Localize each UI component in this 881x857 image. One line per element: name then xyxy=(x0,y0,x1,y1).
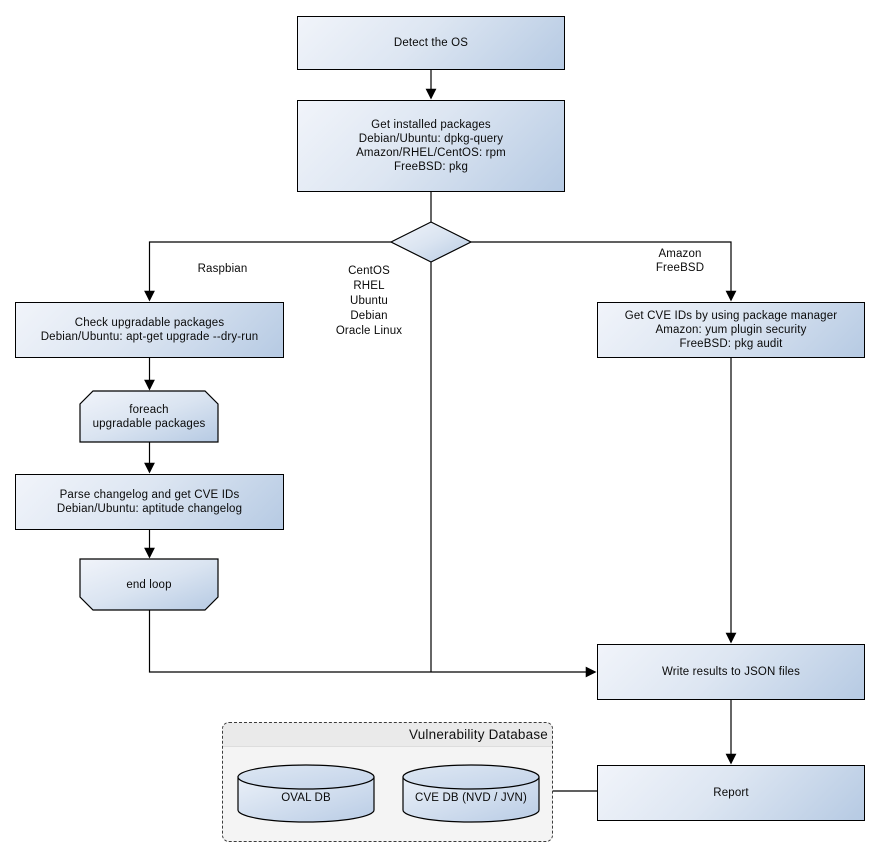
node-detect-os: Detect the OS xyxy=(297,16,565,70)
node-report: Report xyxy=(597,765,865,821)
foreach-loop-shape xyxy=(79,390,219,443)
decision-diamond xyxy=(389,221,473,263)
edge-diamond-to-check-upgradable xyxy=(144,241,391,302)
node-get-cve-ids-package-manager: Get CVE IDs by using package manager Ama… xyxy=(597,302,865,358)
vulnerability-database-header: Vulnerability Database xyxy=(223,723,552,747)
end-loop-shape xyxy=(79,558,219,611)
vulnerability-database-title: Vulnerability Database xyxy=(409,727,548,742)
edge-diamond-to-get-cve-ids xyxy=(471,241,737,302)
edge-endloop-to-write-results xyxy=(148,610,597,678)
node-get-installed-packages: Get installed packages Debian/Ubuntu: dp… xyxy=(297,100,565,192)
node-check-upgradable-packages: Check upgradable packages Debian/Ubuntu:… xyxy=(15,302,284,358)
cve-db-cylinder xyxy=(402,764,540,823)
node-parse-changelog: Parse changelog and get CVE IDs Debian/U… xyxy=(15,474,284,530)
node-write-results-json: Write results to JSON files xyxy=(597,644,865,700)
oval-db-cylinder xyxy=(237,764,375,823)
